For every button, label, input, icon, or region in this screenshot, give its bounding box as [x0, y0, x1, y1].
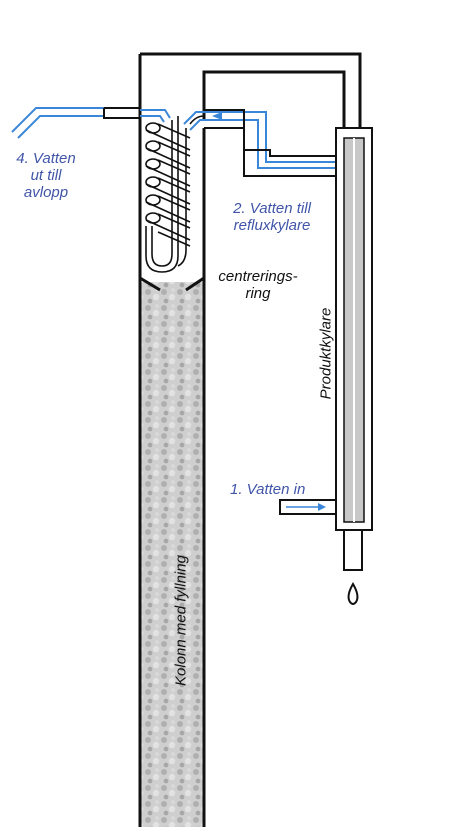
- product-cooler: [335, 127, 373, 571]
- centering-ring-left: [139, 276, 161, 292]
- water-reflux-pipe: [183, 109, 336, 177]
- reflux-coil: [145, 115, 205, 273]
- water-inlet-pipe: [279, 499, 336, 515]
- label-column: Kolonn med fyllning: [172, 555, 190, 686]
- centering-ring-right: [185, 276, 205, 292]
- column-packing: [140, 282, 204, 827]
- product-drip-icon: [347, 582, 359, 605]
- label-product-cooler: Produktkylare: [317, 307, 335, 400]
- label-water-out: 4. Vatten ut till avlopp: [16, 150, 76, 201]
- label-water-to-reflux: 2. Vatten till refluxkylare: [233, 200, 311, 234]
- label-water-in: 1. Vatten in: [230, 481, 306, 498]
- vapour-pipe-inner: [202, 70, 346, 128]
- water-outlet-pipe: [11, 107, 171, 139]
- vapour-pipe-outer: [140, 52, 362, 128]
- label-centering-ring: centrerings- ring: [218, 268, 298, 302]
